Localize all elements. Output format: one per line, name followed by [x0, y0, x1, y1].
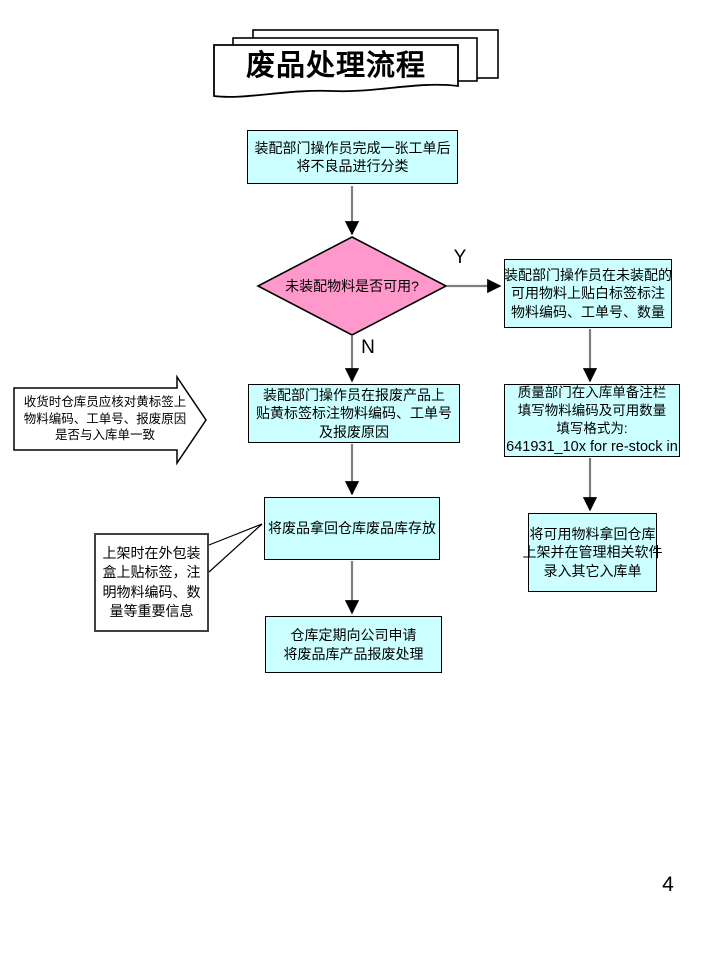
decision-diamond-shape [256, 236, 448, 336]
quality-note-step-text: 质量部门在入库单备注栏 填写物料编码及可用数量 填写格式为: 641931_10… [506, 385, 678, 455]
scrap-label-step-box [248, 384, 460, 443]
callout-pointer-lines [208, 523, 263, 573]
store-step-text: 将废品拿回仓库废品库存放 [268, 520, 436, 537]
store-step-box [264, 497, 440, 560]
apply-step-text: 仓库定期向公司申请 将废品库产品报废处理 [283, 627, 424, 662]
restock-step-text: 将可用物料拿回仓库 上架并在管理相关软件 录入其它入库单 [522, 525, 663, 579]
receive-note-text: 收货时仓库员应核对黄标签上 物料编码、工单号、报废原因 是否与入库单一致 [23, 395, 187, 443]
start-step-box [247, 130, 458, 184]
start-step-text: 装配部门操作员完成一张工单后 将不良品进行分类 [254, 139, 451, 174]
yes-branch-label: Y [453, 247, 467, 269]
usable-label-step-text: 装配部门操作员在未装配的 可用物料上贴白标签标注 物料编码、工单号、数量 [504, 266, 672, 320]
usable-label-step-box [504, 259, 672, 328]
block-arrow-callout-shape [13, 374, 207, 466]
scrap-label-step-text: 装配部门操作员在报废产品上 贴黄标签标注物料编码、工单号 及报废原因 [256, 386, 452, 440]
decision-text: 未装配物料是否可用? [285, 277, 419, 294]
page-title: 废品处理流程 [245, 49, 426, 82]
title-banner-front [213, 44, 459, 98]
apply-step-box [265, 616, 442, 673]
shelf-note-callout-shape [94, 533, 209, 632]
no-branch-label: N [361, 337, 375, 359]
title-banner-stack [213, 29, 499, 98]
restock-step-box [528, 513, 657, 592]
page-number: 4 [662, 873, 674, 897]
shelf-note-text: 上架时在外包装 盒上贴标签，注 明物料编码、数 量等重要信息 [102, 544, 201, 619]
quality-note-step-box [504, 384, 680, 457]
